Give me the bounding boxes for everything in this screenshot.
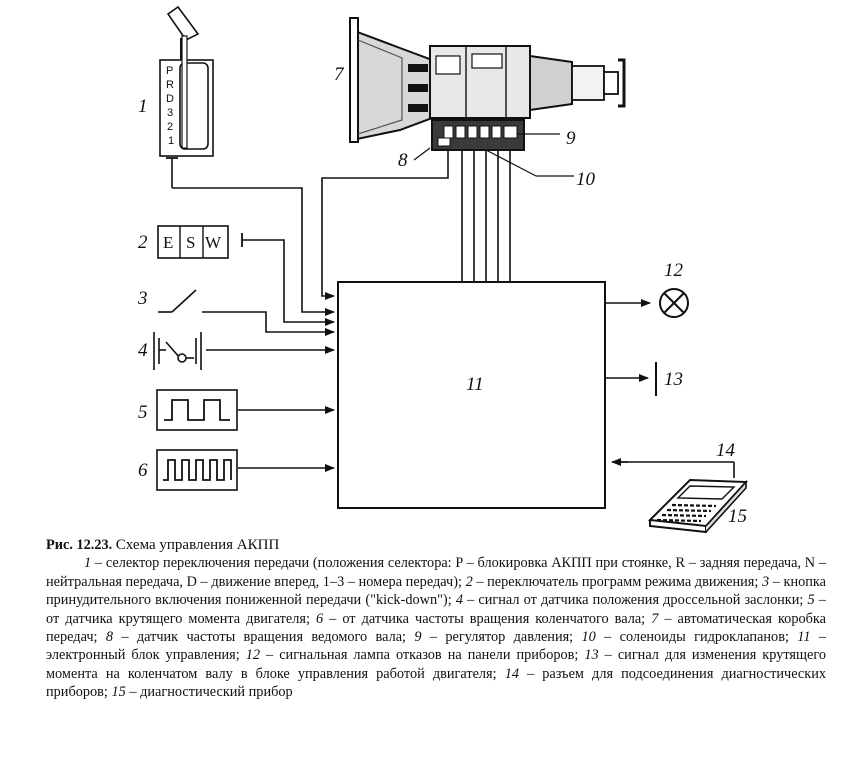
output-wires bbox=[605, 299, 735, 478]
caption-item-text: – диагностический прибор bbox=[125, 684, 293, 701]
caption-item-number: 9 bbox=[414, 629, 422, 646]
label-diagnostic-connector: 14 bbox=[716, 440, 736, 461]
caption-item-text: – от датчика частоты вращения коленчатог… bbox=[323, 610, 652, 627]
caption-item-number: 7 bbox=[651, 610, 659, 627]
gear-selector: P R D 3 2 1 bbox=[159, 5, 214, 188]
switch-letter: W bbox=[205, 233, 222, 252]
caption-item-text: – переключатель программ режима движения… bbox=[472, 573, 762, 590]
gear-position: 1 bbox=[168, 135, 174, 147]
caption-item-text: – от датчика крутящего момента двигателя… bbox=[46, 592, 826, 627]
caption-item-number: 10 bbox=[581, 629, 596, 646]
caption-item-text: – разъем для подсоединения диагностическ… bbox=[46, 665, 826, 701]
caption-item-number: 14 bbox=[504, 665, 519, 682]
caption-title: Схема управления АКПП bbox=[115, 537, 280, 553]
caption-item-text: – автоматическая коробка передач; bbox=[46, 610, 826, 646]
caption-item-number: 3 bbox=[761, 573, 770, 590]
kickdown-switch bbox=[158, 289, 197, 313]
caption-item-text: – кнопка принудительного включения пониж… bbox=[46, 573, 826, 609]
switch-letter: E bbox=[163, 233, 173, 252]
label-warning-lamp: 12 bbox=[664, 260, 684, 281]
caption-item-text: – датчик частоты вращения ведомого вала; bbox=[113, 629, 415, 646]
throttle-sensor bbox=[153, 332, 202, 370]
caption-item-text: – сигнальная лампа отказов на панели при… bbox=[260, 647, 585, 664]
caption-item-number: 8 bbox=[105, 629, 114, 646]
label-kickdown-button: 3 bbox=[137, 288, 148, 309]
diagnostic-tool-icon bbox=[647, 478, 749, 534]
label-output-shaft-sensor: 8 bbox=[398, 150, 408, 171]
control-scheme-diagram: P R D 3 2 1 1 7 8 9 bbox=[137, 5, 749, 534]
caption-heading: Рис. 12.23. Схема управления АКПП bbox=[46, 536, 826, 554]
label-pressure-regulator: 9 bbox=[566, 128, 576, 149]
caption-item-number: 4 bbox=[455, 592, 463, 609]
caption-item-text: – электронный блок управления; bbox=[46, 629, 827, 664]
program-switch: E S W bbox=[157, 225, 243, 259]
label-diagnostic-tool: 15 bbox=[728, 506, 747, 527]
switch-letter: S bbox=[186, 233, 195, 252]
caption-item-number: 13 bbox=[584, 647, 599, 664]
gear-position: P bbox=[166, 65, 173, 77]
label-torque-signal: 13 bbox=[664, 369, 683, 390]
caption-item-number: 11 bbox=[797, 629, 811, 646]
gear-position: 3 bbox=[167, 107, 173, 119]
caption-item-number: 1 bbox=[84, 555, 92, 572]
transmission bbox=[349, 17, 626, 151]
caption-item-number: 12 bbox=[245, 647, 261, 664]
caption-item-number: 2 bbox=[465, 573, 473, 590]
caption-item-text: – сигнал для изменения крутящего момента… bbox=[46, 647, 827, 682]
input-wires bbox=[172, 170, 449, 472]
caption-item-text: – сигнал от датчика положения дроссельно… bbox=[462, 592, 808, 609]
figure-caption: Рис. 12.23. Схема управления АКПП 1 – се… bbox=[46, 536, 826, 702]
caption-item-number: 5 bbox=[807, 592, 815, 609]
caption-item-number: 6 bbox=[315, 610, 324, 627]
label-solenoids: 10 bbox=[576, 169, 596, 190]
caption-item-text: – селектор переключения передачи (положе… bbox=[46, 555, 826, 590]
label-speed-sensor: 6 bbox=[138, 460, 148, 481]
caption-item-text: – соленоиды гидроклапанов; bbox=[595, 629, 798, 646]
gear-position: 2 bbox=[167, 121, 173, 133]
label-transmission: 7 bbox=[334, 64, 345, 85]
gear-position: R bbox=[166, 79, 174, 91]
torque-sensor bbox=[156, 389, 238, 431]
ecu-block bbox=[337, 281, 606, 509]
label-ecu: 11 bbox=[466, 374, 484, 395]
label-throttle-sensor: 4 bbox=[138, 340, 148, 361]
caption-body: 1 – селектор переключения передачи (поло… bbox=[46, 554, 826, 701]
caption-item-number: 15 bbox=[111, 684, 126, 701]
warning-lamp-icon bbox=[659, 288, 689, 318]
transmission-wires bbox=[447, 150, 511, 282]
label-program-switch: 2 bbox=[138, 232, 148, 253]
gear-position: D bbox=[166, 93, 174, 105]
label-selector: 1 bbox=[138, 96, 148, 117]
label-crank-sensor: 5 bbox=[138, 402, 148, 423]
caption-number: Рис. 12.23. bbox=[46, 537, 113, 553]
caption-item-text: – регулятор давления; bbox=[421, 629, 582, 646]
speed-sensor bbox=[156, 449, 238, 491]
